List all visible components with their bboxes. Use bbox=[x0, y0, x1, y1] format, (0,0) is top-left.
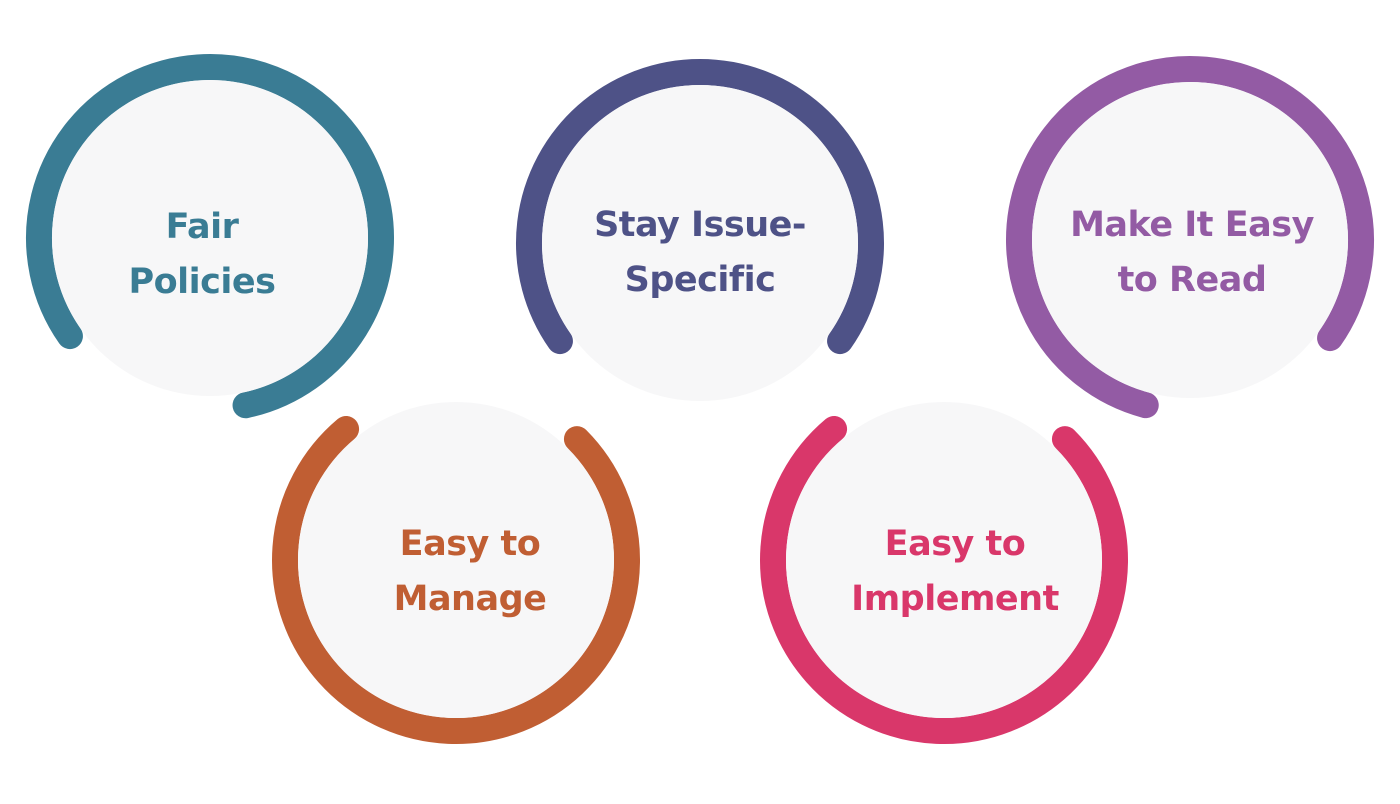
label-line: Make It Easy bbox=[1070, 205, 1314, 245]
label-line: Implement bbox=[851, 579, 1059, 619]
ring-arc bbox=[272, 416, 640, 744]
ring-arc bbox=[1006, 56, 1374, 419]
ring-arc bbox=[760, 416, 1128, 744]
ring-easy-to-manage bbox=[272, 402, 640, 744]
label-line: to Read bbox=[1117, 260, 1267, 300]
ring-stay-issue-specific bbox=[516, 59, 884, 401]
ring-fill bbox=[542, 85, 858, 401]
label-line: Easy to bbox=[884, 524, 1026, 564]
ring-make-it-easy-to-read bbox=[1006, 56, 1374, 419]
label-line: Policies bbox=[128, 262, 276, 302]
ring-fill bbox=[786, 402, 1102, 718]
label-make-it-easy-to-read: Make It Easy to Read bbox=[1062, 198, 1322, 308]
label-fair-policies: Fair Policies bbox=[72, 200, 332, 310]
ring-arc bbox=[26, 54, 394, 419]
label-line: Fair bbox=[165, 207, 239, 247]
ring-easy-to-implement bbox=[760, 402, 1128, 744]
label-line: Specific bbox=[624, 260, 776, 300]
label-stay-issue-specific: Stay Issue- Specific bbox=[570, 198, 830, 308]
ring-arc bbox=[516, 59, 884, 355]
ring-fill bbox=[1032, 82, 1348, 398]
ring-fair-policies bbox=[26, 54, 394, 419]
ring-fill bbox=[298, 402, 614, 718]
label-line: Manage bbox=[393, 579, 547, 619]
label-easy-to-implement: Easy to Implement bbox=[825, 517, 1085, 627]
label-line: Stay Issue- bbox=[594, 205, 806, 245]
ring-fill bbox=[52, 80, 368, 396]
label-line: Easy to bbox=[399, 524, 541, 564]
label-easy-to-manage: Easy to Manage bbox=[340, 517, 600, 627]
